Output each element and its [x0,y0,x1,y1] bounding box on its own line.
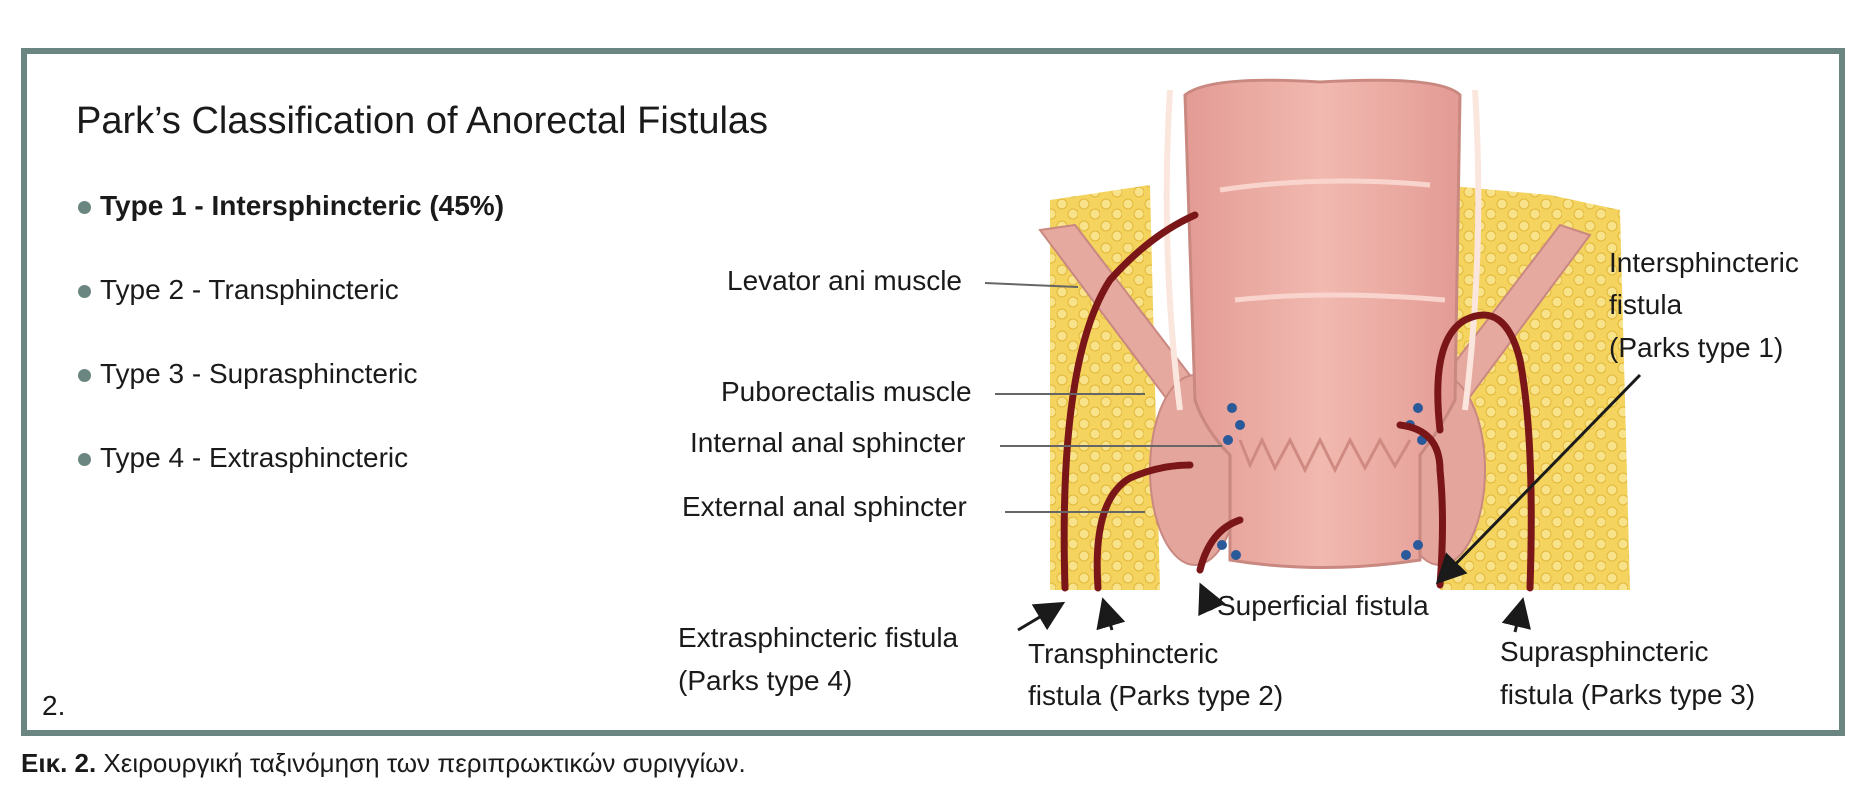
arrow-superficial [1198,582,1226,617]
bullet-dot-icon [78,201,91,214]
label-intersphincteric-line2: fistula [1609,289,1683,320]
arrow-extrasphincteric [1017,601,1066,632]
type-item-1: Type 1 - Intersphincteric (45%) [76,190,504,274]
superficial-fistula-tract [1196,516,1244,574]
label-superficial-fistula: Superficial fistula [1217,590,1429,621]
anal-columns [1238,436,1412,474]
figure-title: Park’s Classification of Anorectal Fistu… [76,100,769,142]
type-item-label: Type 4 - Extrasphincteric [100,442,409,473]
caption-label: Εικ. 2. [21,748,97,778]
type-item-4: Type 4 - Extrasphincteric [76,442,504,526]
type-item-label: Type 1 - Intersphincteric (45%) [100,190,505,221]
extrasphincteric-fistula-tract [1060,211,1199,592]
rectal-fold [1219,178,1431,193]
bullet-dot-icon [78,453,91,466]
label-levator-ani: Levator ani muscle [727,265,963,296]
label-suprasphincteric-line2: fistula (Parks type 3) [1500,679,1756,710]
rectal-wall-right [1462,89,1482,411]
label-transphincteric-line2: fistula (Parks type 2) [1028,680,1284,711]
label-extrasphincteric-line1: Extrasphincteric fistula [678,622,959,653]
label-puborectalis: Puborectalis muscle [721,376,972,407]
arrow-transphincteric [1096,597,1126,631]
rectal-fold [1234,292,1446,303]
label-intersphincteric-line3: (Parks type 1) [1609,332,1784,363]
leader-line-levator [984,282,1079,288]
type-item-label: Type 2 - Transphincteric [100,274,399,305]
anal-glands [1217,403,1427,560]
label-extrasphincteric-line2: (Parks type 4) [678,665,853,696]
fat-tissue-right [1440,185,1630,590]
label-internal-anal-sphincter: Internal anal sphincter [690,427,966,458]
suprasphincteric-fistula-tract [1434,311,1535,592]
bullet-dot-icon [78,369,91,382]
transphincteric-fistula-tract [1093,461,1194,592]
bullet-dot-icon [78,285,91,298]
label-external-anal-sphincter: External anal sphincter [682,491,967,522]
type-item-label: Type 3 - Suprasphincteric [100,358,418,389]
rectal-wall-left [1163,89,1183,411]
arrow-suprasphincteric [1501,597,1531,633]
figure-number: 2. [42,690,66,721]
type-list: Type 1 - Intersphincteric (45%) Type 2 -… [76,190,504,526]
figure-frame [21,48,1845,736]
label-transphincteric-line1: Transphincteric [1028,638,1219,669]
label-intersphincteric-line1: Intersphincteric [1609,247,1799,278]
type-item-2: Type 2 - Transphincteric [76,274,504,358]
type-item-3: Type 3 - Suprasphincteric [76,358,504,442]
arrow-intersphincteric [1435,373,1642,585]
label-suprasphincteric-line1: Suprasphincteric [1500,636,1709,667]
intersphincteric-fistula-tract [1396,421,1446,589]
figure-caption: Εικ. 2. Χειρουργική ταξινόμηση των περιπ… [21,748,746,779]
caption-text: Χειρουργική ταξινόμηση των περιπρωκτικών… [96,748,746,778]
